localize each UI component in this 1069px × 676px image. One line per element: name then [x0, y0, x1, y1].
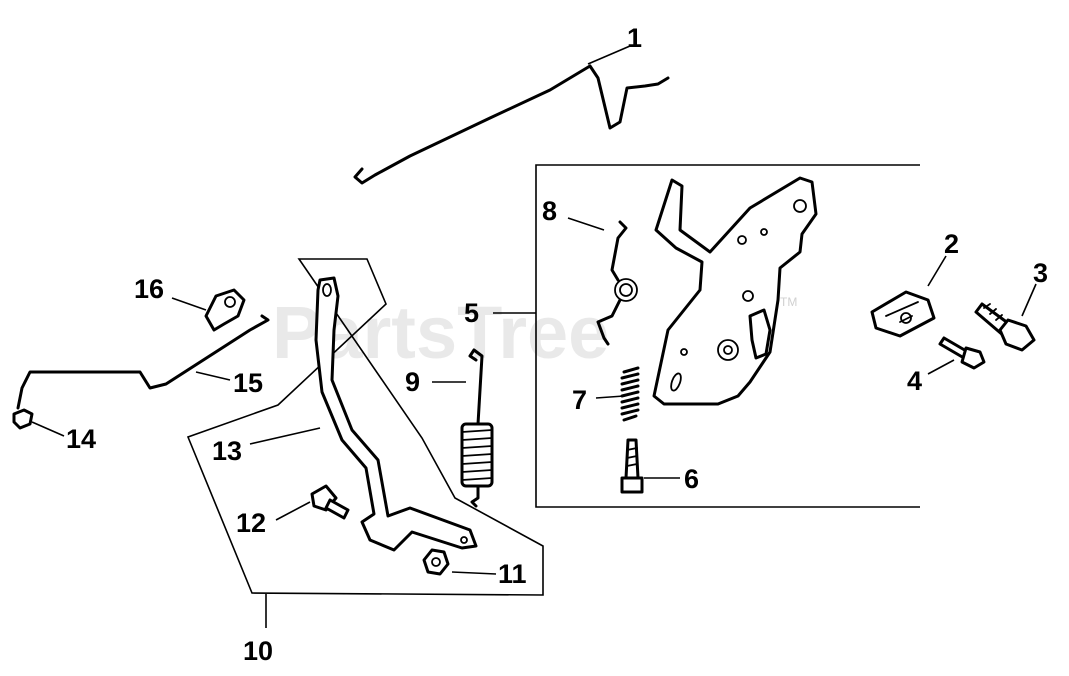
callout-2: 2 [944, 229, 959, 259]
part-16-clamp [204, 288, 246, 332]
part-8-spring [596, 220, 638, 346]
callout-1: 1 [627, 23, 642, 53]
part-11-nut [422, 548, 450, 576]
group-frame-5 [535, 164, 920, 508]
watermark-trademark: TM [780, 295, 797, 309]
part-2-clip [870, 290, 936, 338]
leader-14 [31, 421, 65, 437]
callout-12: 12 [236, 508, 266, 538]
callout-14: 14 [66, 424, 96, 454]
leader-15 [195, 371, 231, 381]
leader-12 [275, 501, 311, 521]
part-7-spring [620, 366, 640, 422]
callout-15: 15 [233, 368, 263, 398]
leader-2 [927, 255, 947, 287]
leader-1 [587, 45, 631, 65]
callout-7: 7 [572, 385, 587, 415]
leader-4 [927, 359, 955, 375]
callout-6: 6 [684, 464, 699, 494]
callout-11: 11 [498, 559, 527, 589]
callout-8: 8 [542, 196, 557, 226]
callout-10: 10 [243, 636, 273, 666]
group-frame-10 [186, 258, 544, 596]
callout-13: 13 [212, 436, 242, 466]
part-4-screw [938, 336, 986, 370]
leader-7 [595, 395, 625, 399]
callout-3: 3 [1033, 258, 1048, 288]
leader-13 [249, 427, 321, 445]
callout-9: 9 [405, 367, 420, 397]
part-9-spring [460, 348, 494, 508]
callout-4: 4 [907, 366, 922, 396]
part-14-nut [12, 408, 34, 430]
part-1-rod [353, 64, 670, 185]
part-13-lever [314, 276, 478, 552]
callout-5: 5 [464, 298, 479, 328]
part-3-bolt [974, 302, 1036, 352]
leader-3 [1021, 283, 1037, 317]
part-6-screw [620, 438, 644, 494]
leader-16 [171, 297, 207, 311]
callout-16: 16 [134, 274, 164, 304]
part-12-bolt [310, 484, 350, 520]
part-5-plate [652, 176, 818, 406]
leader-8 [567, 217, 605, 231]
leader-11 [451, 571, 497, 575]
part-15-rod [16, 314, 270, 410]
